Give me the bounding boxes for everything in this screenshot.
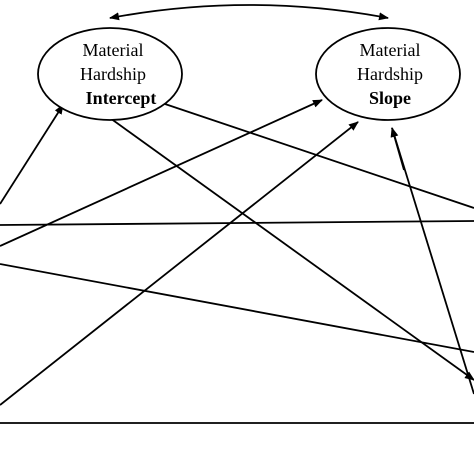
slope-label-line3: Slope xyxy=(369,88,411,108)
path-slope-to-outcome-low xyxy=(391,127,474,395)
path-predictor-mid-to-slope xyxy=(0,99,323,247)
intercept-label-line3: Intercept xyxy=(86,88,157,108)
slope-label-line2: Hardship xyxy=(357,64,423,84)
intercept-label-line1: Material xyxy=(83,40,144,60)
path-intercept-to-outcome-low xyxy=(109,117,474,381)
intercept-node: Material Hardship Intercept xyxy=(37,27,183,121)
intercept-ellipse xyxy=(37,27,183,121)
path-predictor-to-outcome-low xyxy=(0,263,474,353)
slope-ellipse xyxy=(315,27,461,121)
upper-horizontal-line xyxy=(0,220,474,226)
slope-node: Material Hardship Slope xyxy=(315,27,461,121)
path-predictor-low-to-slope xyxy=(0,121,359,406)
covariance-arrow xyxy=(109,4,389,21)
path-intercept-to-outcome-mid xyxy=(164,103,474,209)
slope-arrow-tip xyxy=(390,127,405,171)
slope-label-line1: Material xyxy=(360,40,421,60)
path-predictor-to-intercept xyxy=(0,104,64,205)
intercept-label-line2: Hardship xyxy=(80,64,146,84)
